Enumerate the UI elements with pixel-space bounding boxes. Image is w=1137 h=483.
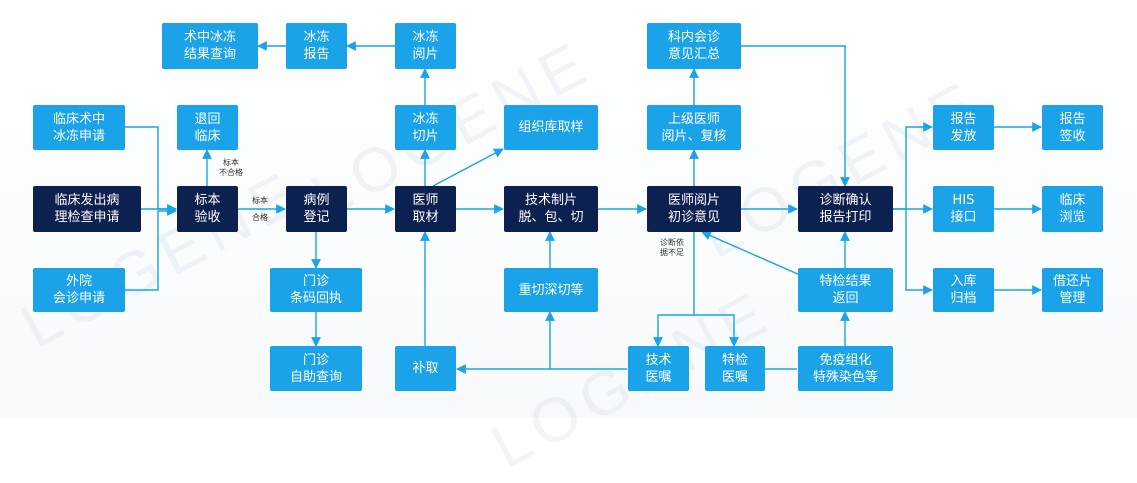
arrow-yuepian-to-tejian-yizhu xyxy=(694,314,739,347)
note-zhenduan-yiju-buzu: 诊断依 据不足 xyxy=(660,238,684,257)
box-jishu-zhipian: 技术制片 脱、包、切 xyxy=(504,186,598,232)
arrow-zhenduan-to-fafang xyxy=(893,122,933,210)
box-tejian-yizhu: 特检 医嘱 xyxy=(705,346,765,391)
box-menzhen-zizhu-chaxun: 门诊 自助查询 xyxy=(270,346,362,391)
note-biaoben-buhege: 标本 不合格 xyxy=(219,158,243,177)
box-bingli-dengji: 病例 登记 xyxy=(286,186,347,232)
box-baogao-fafang: 报告 发放 xyxy=(933,105,994,150)
box-his-jiekou: HIS 接口 xyxy=(933,186,994,232)
arrow-waiyuan-to-biaoben xyxy=(125,206,177,291)
note-hege-bottom: 合格 xyxy=(252,213,268,222)
box-bingdong-qiepian: 冰冻 切片 xyxy=(395,105,456,150)
box-bingdong-yuepian: 冰冻 阅片 xyxy=(395,23,456,69)
box-shangji-yishi: 上级医师 阅片、复核 xyxy=(647,105,741,150)
box-linchuang-shuzhong-bingdong: 临床术中 冰冻申请 xyxy=(33,105,125,150)
box-yishi-qucai: 医师 取材 xyxy=(395,186,456,232)
box-buqu: 补取 xyxy=(395,346,456,391)
box-biaoben-yanshou: 标本 验收 xyxy=(177,186,238,232)
arrow-zhenduan-to-ruku xyxy=(905,209,933,295)
box-bingdong-baogao: 冰冻 报告 xyxy=(286,23,347,69)
note-biaoben-top: 标本 xyxy=(252,196,268,205)
box-menzhen-tiaoma-huizhi: 门诊 条码回执 xyxy=(270,268,362,312)
box-mianyi-zuhua: 免疫组化 特殊染色等 xyxy=(798,346,893,391)
connector-layer xyxy=(125,41,1042,374)
box-waiyuan-huizhen: 外院 会诊申请 xyxy=(33,268,125,312)
box-kenei-huizhen: 科内会诊 意见汇总 xyxy=(647,23,741,69)
box-zuzhiku-quyang: 组织库取样 xyxy=(504,105,598,150)
box-shuzhong-bingdong-jieguo: 术中冰冻 结果查询 xyxy=(162,23,258,69)
arrow-yuepian-to-jishu-yizhu xyxy=(653,232,695,347)
box-baogao-qianshou: 报告 签收 xyxy=(1042,105,1103,150)
box-jiehuan-pian: 借还片 管理 xyxy=(1042,268,1103,312)
arrow-qucai-to-zuzhiku xyxy=(432,148,504,187)
box-tuihui-linchuang: 退回 临床 xyxy=(177,105,238,150)
box-zhenduan-queren: 诊断确认 报告打印 xyxy=(798,186,893,232)
box-jishu-yizhu: 技术 医嘱 xyxy=(628,346,689,391)
box-linchuang-liulan: 临床 浏览 xyxy=(1042,186,1103,232)
arrow-kenei-to-zhenduan xyxy=(741,45,850,187)
box-yishi-yuepian: 医师阅片 初诊意见 xyxy=(647,186,741,232)
arrow-tejian-jieguo-to-yuepian xyxy=(701,231,801,276)
box-chongqie-shenqie: 重切深切等 xyxy=(504,268,598,312)
box-tejian-jieguo-fanhui: 特检结果 返回 xyxy=(798,268,893,312)
box-linchuang-fachu-shenqing: 临床发出病 理检查申请 xyxy=(33,186,141,232)
box-ruku-guidang: 入库 归档 xyxy=(933,268,994,312)
